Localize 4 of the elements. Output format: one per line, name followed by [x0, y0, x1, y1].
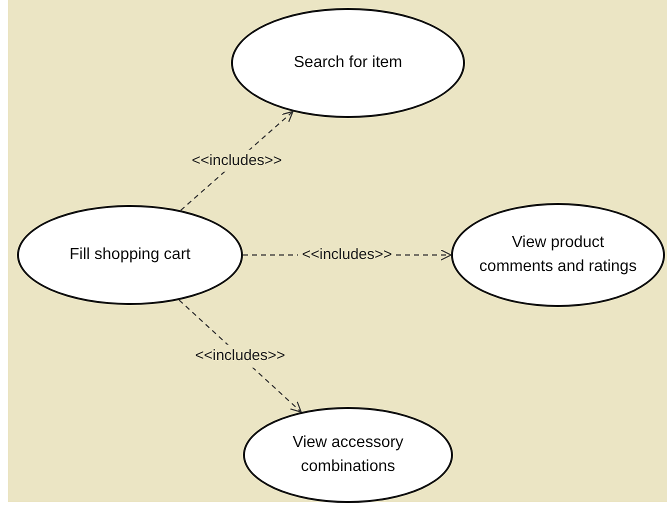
use-case-name: View accessory combinations: [292, 433, 404, 477]
use-case-name: View product comments and ratings: [478, 233, 638, 277]
use-case-name: Fill shopping cart: [68, 245, 192, 265]
use-case-name: Search for item: [292, 53, 404, 73]
